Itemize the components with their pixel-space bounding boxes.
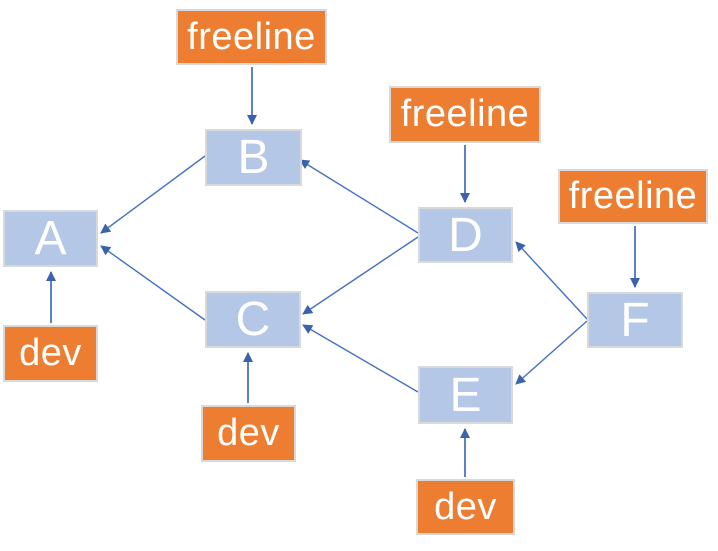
edge-e-c <box>302 324 419 393</box>
tag-dev-e-label: dev <box>434 485 497 528</box>
tag-freeline-b-label: freeline <box>187 15 316 58</box>
edge-d-c <box>302 236 419 315</box>
edge-f-d <box>515 241 588 320</box>
tag-freeline-d: freeline <box>389 86 541 143</box>
edge-d-b <box>299 159 419 234</box>
node-c: C <box>205 291 301 348</box>
node-b-label: B <box>237 131 270 184</box>
node-a: A <box>3 210 98 267</box>
node-e-label: E <box>449 368 482 422</box>
tag-dev-c-label: dev <box>217 412 280 454</box>
edge-c-a <box>100 245 206 321</box>
tag-dev-e: dev <box>416 479 515 535</box>
edge-f-e <box>515 320 588 385</box>
node-a-label: A <box>34 212 67 265</box>
node-b: B <box>205 129 302 186</box>
tag-dev-a-label: dev <box>19 332 82 374</box>
tag-dev-a: dev <box>3 325 98 382</box>
tag-freeline-f-label: freeline <box>568 175 698 217</box>
tag-dev-c: dev <box>201 405 296 462</box>
tag-freeline-d-label: freeline <box>400 93 530 135</box>
node-d-label: D <box>448 208 483 262</box>
tag-freeline-f: freeline <box>558 169 708 224</box>
node-c-label: C <box>235 293 271 346</box>
node-d: D <box>418 207 513 263</box>
node-f-label: F <box>620 293 650 347</box>
edge-b-a <box>100 155 206 234</box>
node-f: F <box>587 292 683 348</box>
tag-freeline-b: freeline <box>176 9 327 65</box>
node-e: E <box>418 366 513 424</box>
